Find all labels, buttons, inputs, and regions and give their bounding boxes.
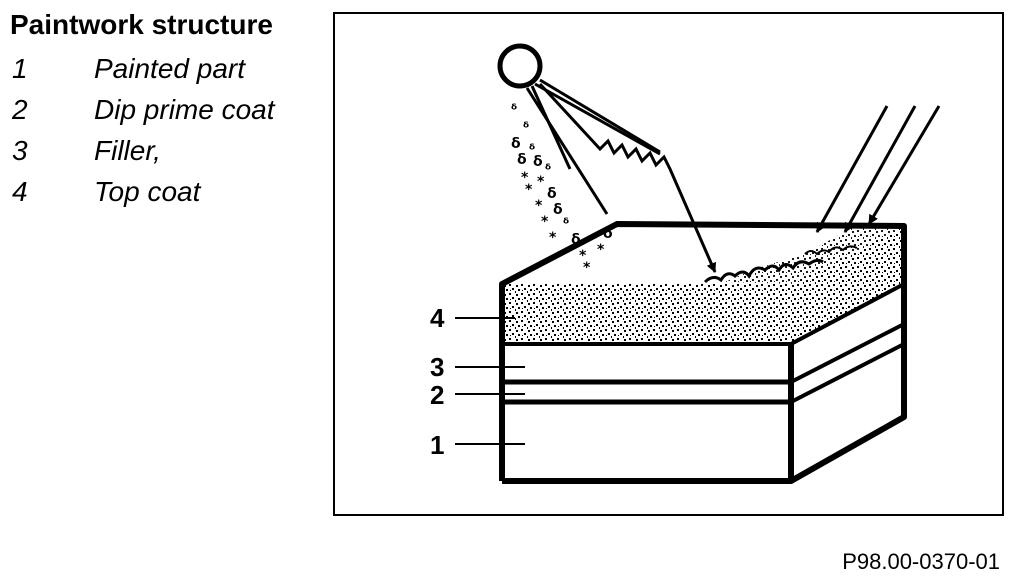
callout-label-2: 2 [430,380,444,410]
uv-ray-arrow [538,82,717,273]
svg-text:ᵟ: ᵟ [529,142,535,158]
svg-text:δ: δ [547,186,557,202]
svg-text:δ: δ [511,136,521,152]
sun-rays [525,78,661,215]
legend-label: Dip prime coat [94,94,275,125]
svg-text:δ: δ [603,226,613,242]
paintwork-figure-frame: ᵟ ᵟ δ ᵟ δ δ * * ᵟ * δ * δ * ᵟ * δ * * * … [333,12,1004,516]
prime-lower-side [790,342,905,404]
svg-text:δ: δ [553,202,563,218]
surface-damage [703,258,824,284]
paintwork-illustration: ᵟ ᵟ δ ᵟ δ δ * * ᵟ * δ * δ * ᵟ * δ * * * … [430,43,941,484]
svg-text:*: * [579,248,587,264]
svg-text:*: * [541,214,549,230]
svg-text:δ: δ [571,232,581,248]
top-coat-lower-side [790,282,905,346]
legend-number: 2 [12,94,28,125]
diagram-title: Paintwork structure [10,9,273,40]
legend-label: Filler, [94,135,161,166]
filler-lower-side [790,322,905,384]
svg-text:*: * [537,174,545,190]
svg-text:*: * [535,198,543,214]
svg-text:ᵟ: ᵟ [563,216,569,232]
svg-text:*: * [549,230,557,246]
svg-text:δ: δ [517,152,527,168]
svg-text:*: * [521,170,529,186]
figure-reference-id: P98.00-0370-01 [842,549,1000,574]
top-coat-side [791,226,904,344]
callout-label-1: 1 [430,430,444,460]
svg-text:*: * [583,260,591,276]
legend-number: 3 [12,135,28,166]
legend-label: Top coat [94,176,201,207]
callout-label-3: 3 [430,352,444,382]
top-surface-speckle [725,226,904,284]
rain-icon [815,105,941,233]
svg-text:ᵟ: ᵟ [511,102,517,118]
legend-number: 4 [12,176,28,207]
callout-leaders [455,317,525,445]
svg-text:*: * [597,242,605,258]
svg-text:δ: δ [533,154,543,170]
callout-label-4: 4 [430,303,445,333]
svg-text:ᵟ: ᵟ [545,162,551,178]
surface-damage-2 [804,245,858,256]
legend-label: Painted part [94,53,245,84]
svg-text:*: * [525,182,533,198]
particle-spray: ᵟ ᵟ δ ᵟ δ δ * * ᵟ * δ * δ * ᵟ * δ * * * … [511,102,613,276]
top-coat-front [502,284,791,344]
sun-icon [497,43,543,89]
legend-number: 1 [12,53,28,84]
svg-text:ᵟ: ᵟ [523,120,529,136]
